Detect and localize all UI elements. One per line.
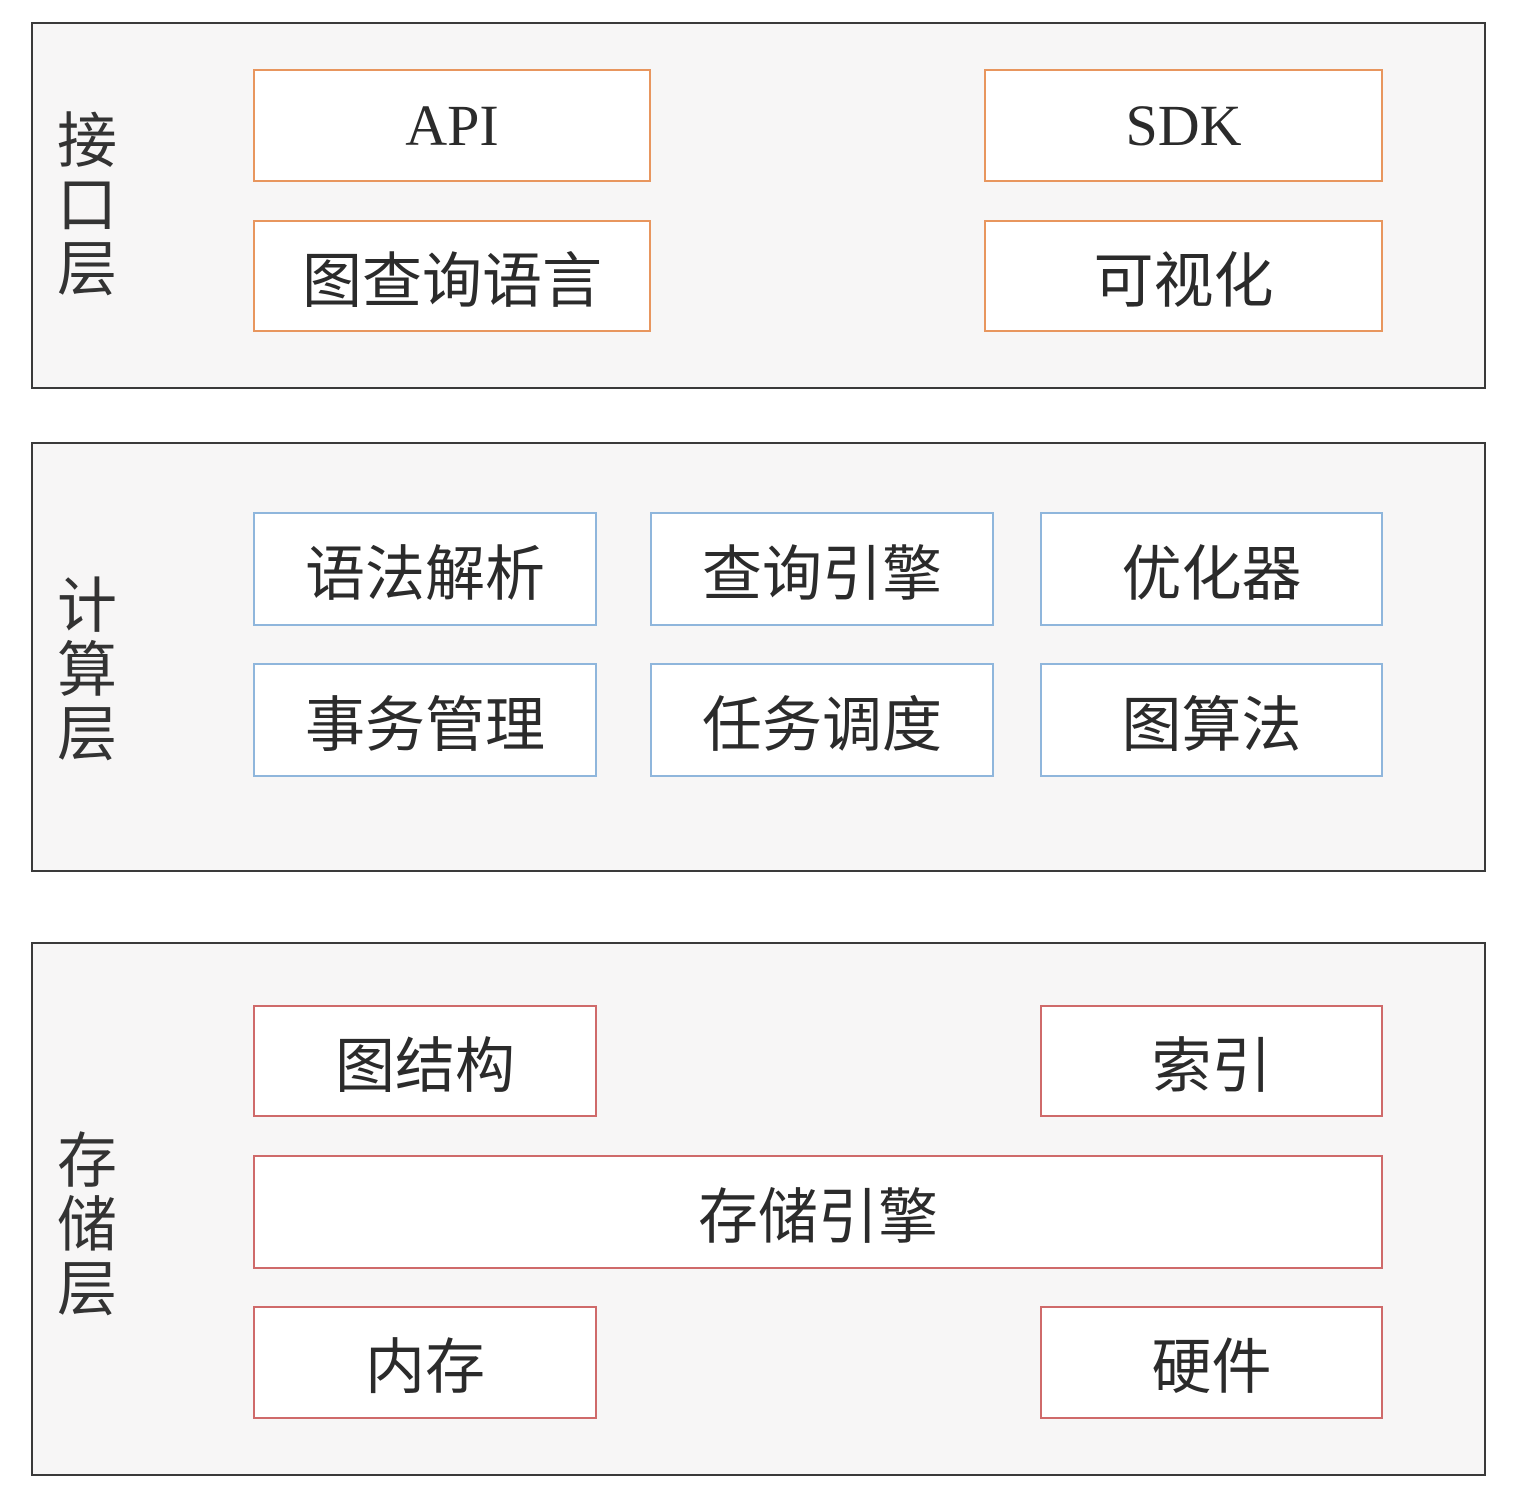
compute-layer [31, 442, 1486, 872]
query-engine-box: 查询引擎 [650, 512, 994, 626]
storage-layer-label: 存 储 层 [57, 1127, 117, 1325]
storage-engine-box: 存储引擎 [253, 1155, 1383, 1269]
memory-box: 内存 [253, 1306, 597, 1419]
graph-structure-box: 图结构 [253, 1005, 597, 1117]
syntax-parsing-box: 语法解析 [253, 512, 597, 626]
sdk-box: SDK [984, 69, 1383, 182]
transaction-management-box: 事务管理 [253, 663, 597, 777]
hardware-box: 硬件 [1040, 1306, 1383, 1419]
graph-query-language-box: 图查询语言 [253, 220, 651, 332]
api-box: API [253, 69, 651, 182]
index-box: 索引 [1040, 1005, 1383, 1117]
task-scheduling-box: 任务调度 [650, 663, 994, 777]
visualization-box: 可视化 [984, 220, 1383, 332]
compute-layer-label: 计 算 层 [57, 572, 117, 770]
interface-layer-label: 接 口 层 [57, 107, 117, 305]
optimizer-box: 优化器 [1040, 512, 1383, 626]
graph-algorithms-box: 图算法 [1040, 663, 1383, 777]
